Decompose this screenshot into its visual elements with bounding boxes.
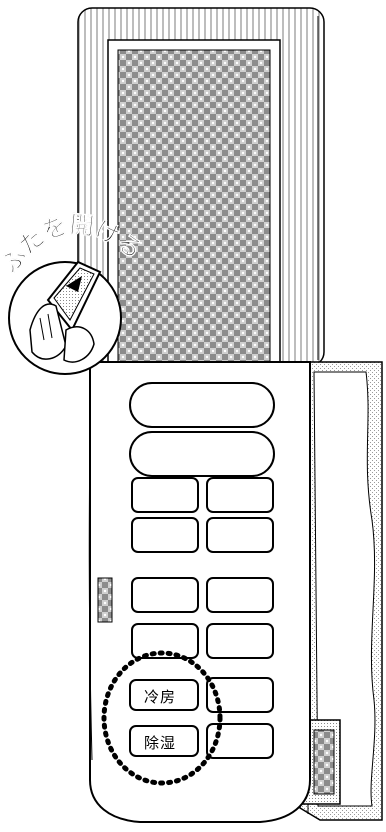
grid-button-r3-left[interactable] <box>131 577 199 613</box>
grid-button-r3-right[interactable] <box>206 577 274 613</box>
lid-window <box>117 49 271 363</box>
slider-knob <box>97 577 113 623</box>
grid-button-r1-left[interactable] <box>131 477 199 513</box>
right-button-r6[interactable] <box>206 723 274 759</box>
highlight-circle <box>101 650 223 786</box>
grid-button-r1-right[interactable] <box>206 477 274 513</box>
wide-button-2[interactable] <box>129 431 275 477</box>
right-button-r5[interactable] <box>206 677 274 713</box>
grid-button-r2-right[interactable] <box>206 517 274 553</box>
remote-side-housing <box>299 361 383 821</box>
wide-button-1[interactable] <box>129 382 275 428</box>
grid-button-r4-left[interactable] <box>131 623 199 659</box>
hand-opening-lid-inset <box>8 260 122 375</box>
dehumidify-button[interactable] <box>129 725 199 757</box>
grid-button-r2-left[interactable] <box>131 517 199 553</box>
grid-button-r4-right[interactable] <box>206 623 274 659</box>
cooling-button[interactable] <box>129 679 199 711</box>
